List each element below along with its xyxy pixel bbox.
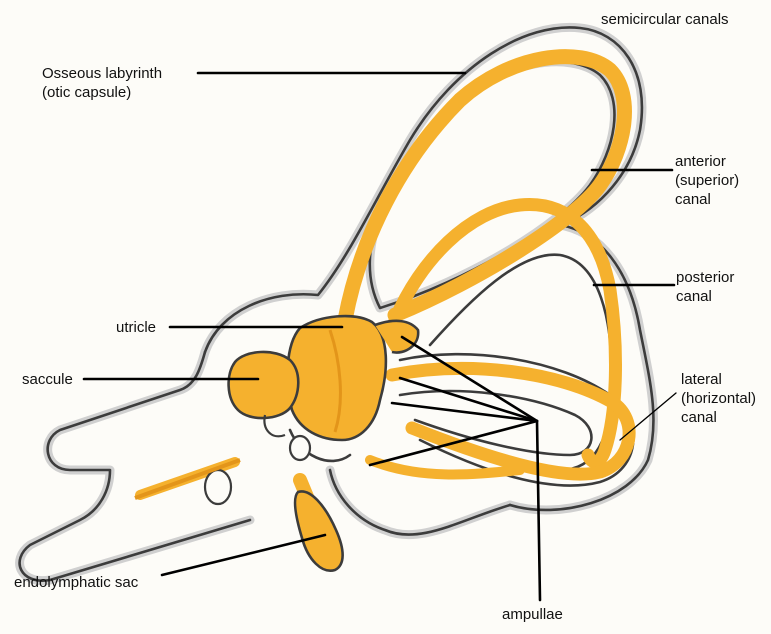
label-saccule: saccule (22, 370, 73, 389)
label-anterior-canal: anterior (superior) canal (675, 152, 739, 209)
small-details (205, 415, 310, 504)
leader-ampullae-stem (537, 421, 540, 600)
leader-ampullae-2 (400, 378, 537, 421)
saccule-body (229, 352, 299, 418)
endolymphatic-sac-body (295, 491, 343, 570)
osseous-labyrinth-outline (20, 27, 654, 580)
label-osseous-labyrinth: Osseous labyrinth (otic capsule) (42, 64, 162, 102)
label-posterior-canal: posterior canal (676, 268, 734, 306)
label-ampullae: ampullae (502, 605, 563, 624)
membranous-labyrinth (140, 57, 629, 540)
leader-ampullae-3 (392, 403, 537, 421)
label-semicircular-canals: semicircular canals (601, 10, 729, 29)
leader-ampullae-1 (402, 337, 537, 421)
label-lateral-canal: lateral (horizontal) canal (681, 370, 756, 427)
label-endolymphatic-sac: endolymphatic sac (14, 573, 138, 592)
label-utricle: utricle (116, 318, 156, 337)
